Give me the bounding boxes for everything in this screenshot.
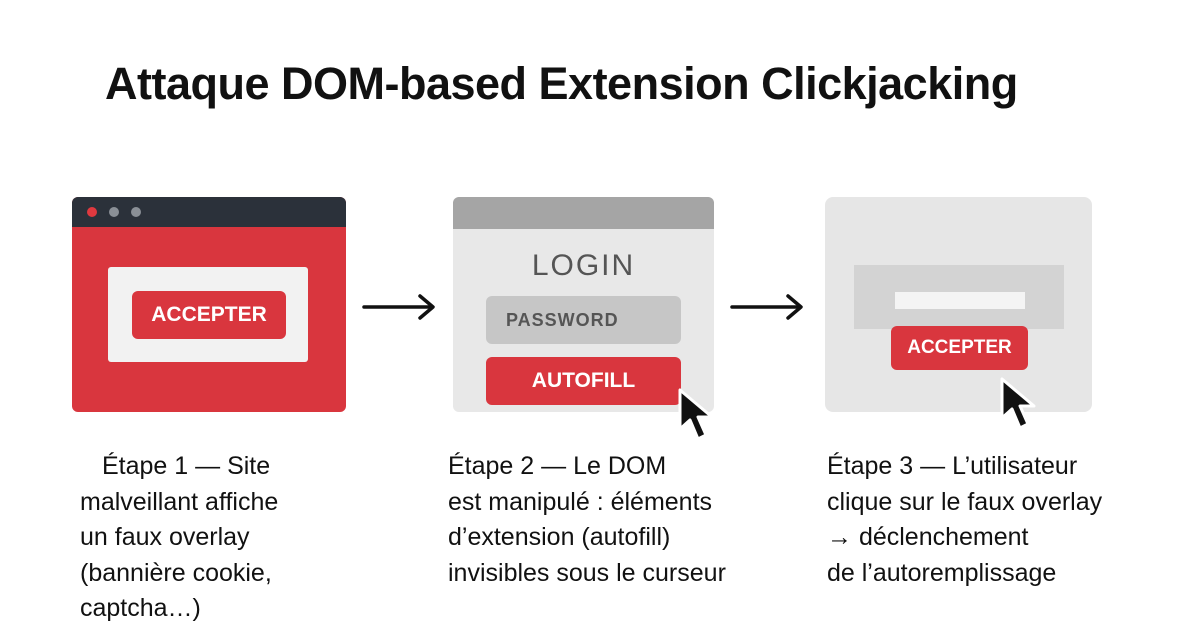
step2-caption: Étape 2 — Le DOM est manipulé : éléments… <box>448 449 726 591</box>
caption-line: est manipulé : éléments <box>448 487 713 516</box>
cursor-icon <box>1000 377 1036 430</box>
caption-line: invisibles sous le curseur <box>448 558 726 587</box>
fake-overlay-window: ACCEPTER <box>825 197 1092 412</box>
accept-button[interactable]: ACCEPTER <box>891 326 1028 370</box>
caption-line: Étape 3 — L’utilisateur <box>827 452 1078 480</box>
malicious-site-window: ACCEPTER <box>72 197 346 412</box>
page-title: Attaque DOM-based Extension Clickjacking <box>105 58 1018 109</box>
window-dot-icon <box>87 207 97 217</box>
placeholder-bar <box>895 292 1025 309</box>
caption-line: Étape 1 — Site <box>102 452 271 480</box>
arrow-right-icon <box>362 294 435 320</box>
step1-caption: Étape 1 — Site malveillant affiche un fa… <box>80 449 278 627</box>
caption-line: malveillant affiche <box>80 487 279 516</box>
window-dot-icon <box>109 207 119 217</box>
caption-line: (bannière cookie, <box>80 558 272 587</box>
caption-line: → déclenchement <box>827 523 1029 551</box>
caption-line: Étape 2 — Le DOM <box>448 452 667 480</box>
window-dot-icon <box>131 207 141 217</box>
cookie-banner: ACCEPTER <box>108 267 308 362</box>
accept-button[interactable]: ACCEPTER <box>132 291 286 339</box>
login-heading: LOGIN <box>531 249 636 282</box>
password-field[interactable]: PASSWORD <box>486 296 681 344</box>
login-window: LOGIN PASSWORD AUTOFILL <box>453 197 714 412</box>
caption-line: un faux overlay <box>80 523 250 551</box>
caption-line: d’extension (autofill) <box>448 523 671 551</box>
arrow-right-icon <box>730 294 803 320</box>
cursor-icon <box>678 388 714 441</box>
caption-line: clique sur le faux overlay <box>827 487 1103 516</box>
browser-title-bar <box>72 197 346 227</box>
caption-line: captcha…) <box>80 594 201 622</box>
browser-title-bar <box>453 197 714 229</box>
step3-caption: Étape 3 — L’utilisateur clique sur le fa… <box>827 449 1102 591</box>
autofill-button[interactable]: AUTOFILL <box>486 357 681 405</box>
caption-line: de l’autoremplissage <box>827 558 1057 587</box>
